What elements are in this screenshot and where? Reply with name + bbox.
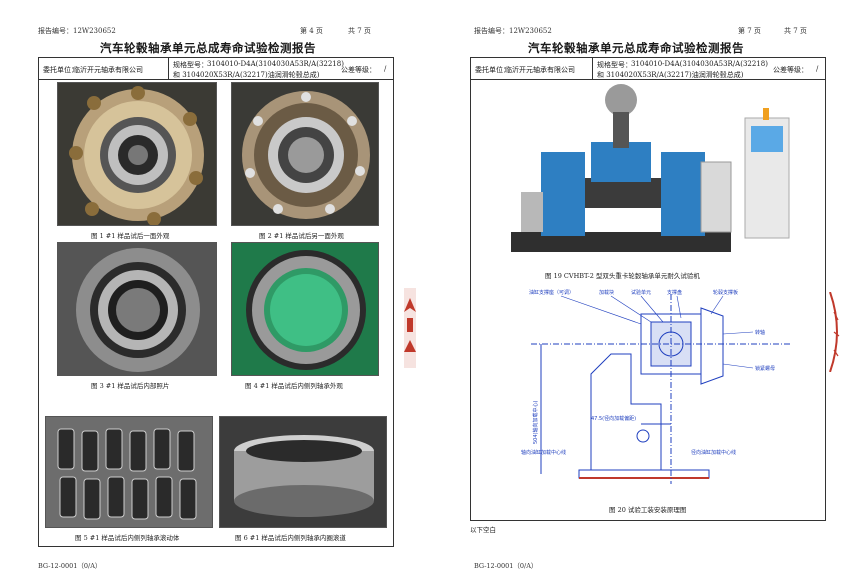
figure-3-photo [57, 242, 217, 376]
figure-3-caption: 图 3 #1 样品试后内部照片 [91, 382, 170, 390]
figure-20-diagram: 油缸支撑座（可调） 加载块 试验单元 支撑盘 轮毂支撑板 转轴 锁紧螺母 47.… [491, 284, 821, 500]
spec-label: 规格型号： [597, 61, 632, 69]
figure-20-caption: 图 20 试验工装安装原理图 [609, 506, 687, 514]
label-radial-center: 径向油缸加载中心线 [691, 449, 736, 456]
label-spindle: 转轴 [755, 329, 765, 336]
end-note: 以下空白 [470, 526, 496, 534]
figure-2-caption: 图 2 #1 样品试后另一面外观 [259, 232, 344, 240]
figure-4-caption: 图 4 #1 样品试后内侧列轴承外观 [245, 382, 343, 390]
report-seal-tab-icon [404, 288, 416, 368]
client-label: 委托单位： [475, 66, 510, 74]
client-value: 临沂开元轴承有限公司 [73, 66, 143, 74]
label-support-plate: 支撑盘 [667, 289, 682, 296]
label-load-block: 加载块 [599, 289, 614, 296]
spec-line-1: 3104010-D4A(3104030A53R/A(32218) [631, 60, 768, 68]
label-oil-device: 油缸支撑座（可调） [529, 289, 574, 296]
label-adapter: 锁紧螺母 [755, 365, 775, 372]
grade-label: 公差等级： [773, 66, 808, 74]
client-label: 委托单位： [43, 66, 78, 74]
content-frame: 委托单位： 临沂开元轴承有限公司 规格型号： 3104010-D4A(31040… [470, 57, 826, 521]
page-number: 第 7 页 [738, 27, 761, 35]
seal-stamp-icon [829, 292, 840, 372]
spec-line-2: 和 3104020X53R/A(32217)油润滑轮毂总成) [173, 71, 320, 79]
footer-code: BG-12-0001（0/A） [38, 562, 102, 570]
info-row: 委托单位： 临沂开元轴承有限公司 规格型号： 3104010-D4A(31040… [39, 58, 393, 80]
figure-5-photo [45, 416, 213, 528]
figure-4-photo [231, 242, 379, 376]
page-title: 汽车轮毂轴承单元总成寿命试验检测报告 [100, 41, 316, 55]
label-axial-center: 轴向油缸加载中心线 [521, 449, 566, 456]
info-row: 委托单位： 临沂开元轴承有限公司 规格型号： 3104010-D4A(31040… [471, 58, 825, 80]
figure-19-caption: 图 19 CVHBT-2 型双头重卡轮毂轴承单元耐久试验机 [545, 272, 700, 280]
grade-value: / [384, 65, 387, 73]
report-number: 报告编号：12W230652 [474, 27, 552, 35]
page-total: 共 7 页 [348, 27, 371, 35]
page-title: 汽车轮毂轴承单元总成寿命试验检测报告 [528, 41, 744, 55]
label-wheel-hub: 轮毂支撑板 [713, 289, 738, 296]
spec-line-2: 和 3104020X53R/A(32217)油润滑轮毂总成) [597, 71, 744, 79]
figure-6-caption: 图 6 #1 样品试后内侧列轴承内圈滚道 [235, 534, 346, 542]
label-dim-vertical: 504(轴向加载中心) [532, 401, 539, 444]
figure-1-caption: 图 1 #1 样品试后一面外观 [91, 232, 170, 240]
grade-label: 公差等级： [341, 66, 376, 74]
spec-label: 规格型号： [173, 61, 208, 69]
label-test-unit: 试验单元 [631, 289, 651, 296]
spec-line-1: 3104010-D4A(3104030A53R/A(32218) [207, 60, 344, 68]
report-page-4: 报告编号：12W230652 第 4 页 共 7 页 汽车轮毂轴承单元总成寿命试… [0, 0, 416, 586]
figure-19-photo [501, 82, 801, 266]
page-number: 第 4 页 [300, 27, 323, 35]
grade-value: / [816, 65, 819, 73]
report-page-7: 报告编号：12W230652 第 7 页 共 7 页 汽车轮毂轴承单元总成寿命试… [428, 0, 844, 586]
footer-code: BG-12-0001（0/A） [474, 562, 538, 570]
client-value: 临沂开元轴承有限公司 [505, 66, 575, 74]
content-frame: 委托单位： 临沂开元轴承有限公司 规格型号： 3104010-D4A(31040… [38, 57, 394, 547]
report-number: 报告编号：12W230652 [38, 27, 116, 35]
figure-6-photo [219, 416, 387, 528]
figure-2-photo [231, 82, 379, 226]
page-total: 共 7 页 [784, 27, 807, 35]
figure-5-caption: 图 5 #1 样品试后内侧列轴承滚动体 [75, 534, 180, 542]
figure-1-photo [57, 82, 217, 226]
label-dim-horizontal: 47.5(径向加载偏距) [591, 415, 636, 422]
